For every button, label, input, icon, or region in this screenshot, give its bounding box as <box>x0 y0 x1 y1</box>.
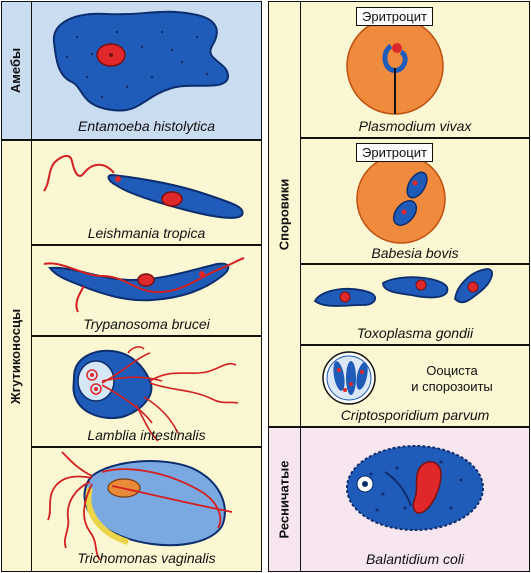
group-label-sporozoa: Споровики <box>268 1 301 427</box>
lamblia-figure <box>72 346 239 442</box>
oocyst-label-line2: и спорозоиты <box>411 379 493 394</box>
cell-leishmania: Leishmania tropica <box>31 140 262 245</box>
entamoeba-body <box>52 10 230 112</box>
flagellates-label: Жгутиконосцы <box>8 308 24 404</box>
caption-toxoplasma: Toxoplasma gondii <box>356 325 474 341</box>
erythrocyte-label-1: Эритроцит <box>356 7 433 26</box>
caption-plasmodium: Plasmodium vivax <box>358 118 472 134</box>
sporozoa-label: Споровики <box>276 178 292 250</box>
ciliates-label: Ресничатые <box>276 460 292 539</box>
caption-trypanosoma: Trypanosoma brucei <box>83 316 210 332</box>
cell-trypanosoma: Trypanosoma brucei <box>31 245 262 336</box>
balantidium-figure <box>346 445 484 531</box>
cell-trichomonas: Trichomonas vaginalis <box>31 447 262 572</box>
caption-trichomonas: Trichomonas vaginalis <box>77 550 216 566</box>
group-label-amoebae: Амебы <box>1 1 32 140</box>
caption-leishmania: Leishmania tropica <box>87 225 206 241</box>
babesia-figure <box>356 154 446 244</box>
cell-cryptosporidium: Ооциста и спорозоиты Criptosporidium par… <box>300 345 530 427</box>
caption-cryptosporidium: Criptosporidium parvum <box>340 407 490 423</box>
cell-toxoplasma: Toxoplasma gondii <box>300 264 530 345</box>
erythrocyte-label-2: Эритроцит <box>356 143 433 162</box>
oocyst-label-line1: Ооциста <box>426 363 478 378</box>
cell-entamoeba: Entamoeba histolytica <box>31 1 262 140</box>
cell-balantidium: Balantidium coli <box>300 427 530 572</box>
caption-balantidium: Balantidium coli <box>365 551 465 567</box>
group-label-ciliates: Ресничатые <box>268 427 301 572</box>
trichomonas-figure <box>47 451 233 561</box>
toxoplasma-figure <box>313 268 494 307</box>
leishmania-figure <box>43 155 244 219</box>
cell-plasmodium: Эритроцит Plasmodium vivax <box>300 1 530 138</box>
trypanosoma-flagellum <box>43 257 245 294</box>
amoebae-label: Амебы <box>8 47 24 94</box>
trypanosoma-figure <box>43 257 245 313</box>
caption-babesia: Babesia bovis <box>371 245 459 261</box>
cell-babesia: Эритроцит Babesia bovis <box>300 138 530 264</box>
entamoeba-figure <box>52 10 230 112</box>
cell-lamblia: Lamblia intestinalis <box>31 336 262 447</box>
erythrocyte-2 <box>356 154 446 244</box>
caption-entamoeba: Entamoeba histolytica <box>78 118 215 134</box>
group-label-flagellates: Жгутиконосцы <box>1 140 32 572</box>
leishmania-flagellum <box>43 155 115 192</box>
cryptosporidium-figure <box>322 351 376 405</box>
balantidium-macronucleus <box>412 461 442 514</box>
balantidium-body <box>346 445 484 531</box>
caption-lamblia: Lamblia intestinalis <box>87 427 206 443</box>
